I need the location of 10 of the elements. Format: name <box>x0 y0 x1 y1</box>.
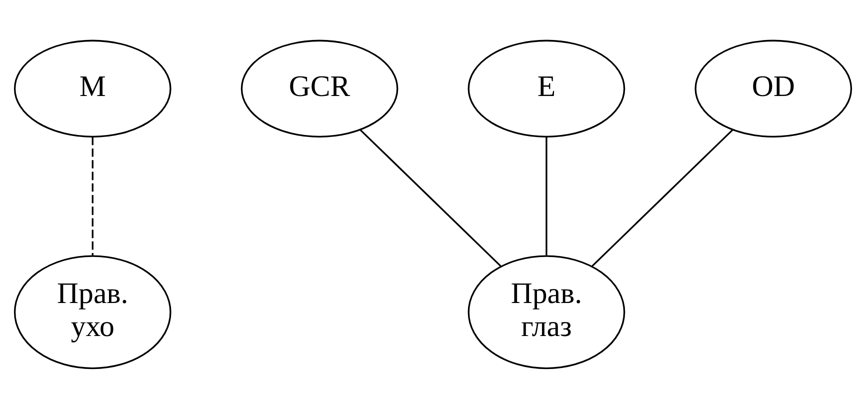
node-ellipse: Прав. ухо <box>14 255 172 370</box>
connector <box>92 137 94 256</box>
node-ellipse: M <box>14 40 172 138</box>
node-ellipse: E <box>468 40 626 138</box>
connector <box>546 137 548 256</box>
node-ellipse: OD <box>694 40 852 138</box>
connector <box>360 129 502 267</box>
node-ellipse: Прав. глаз <box>468 255 626 370</box>
node-ellipse: GCR <box>240 40 398 138</box>
connector <box>592 129 734 267</box>
